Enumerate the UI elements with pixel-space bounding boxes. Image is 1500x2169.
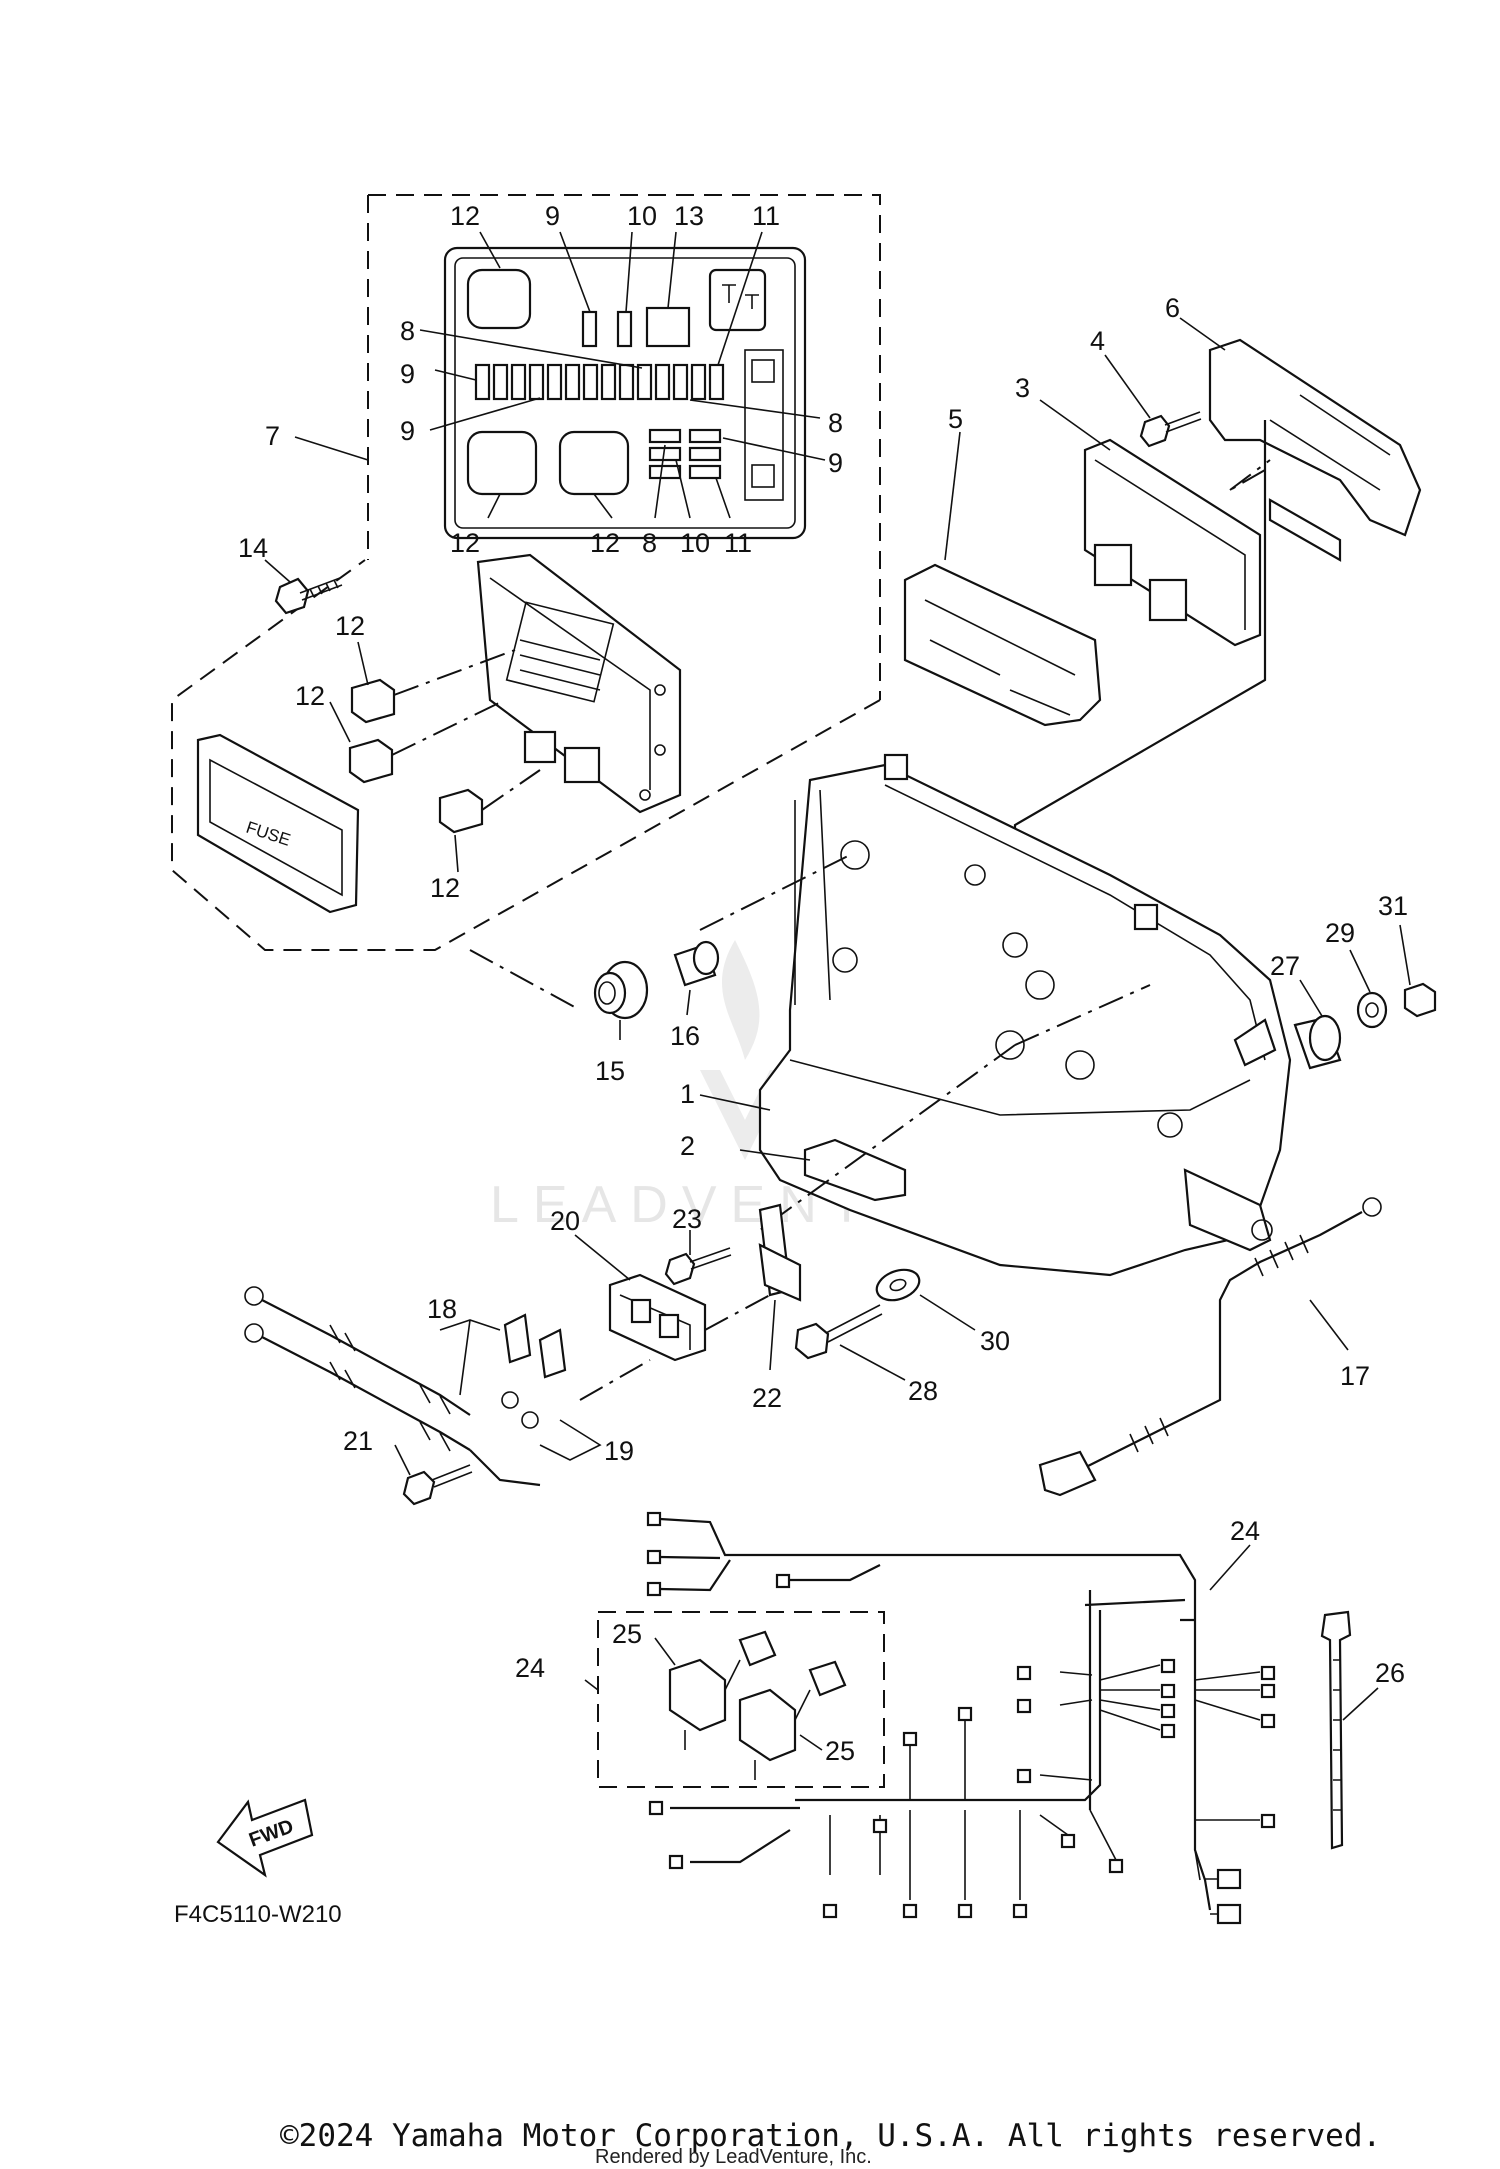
- callout-9: 9: [828, 448, 843, 478]
- relay-slot-top: [466, 268, 532, 330]
- ecu-group: 6 4 3 5: [903, 293, 1422, 990]
- callout-12: 12: [450, 528, 480, 558]
- callout-8: 8: [828, 408, 843, 438]
- rendered-by-notice: Rendered by LeadVenture, Inc.: [595, 2146, 872, 2168]
- callout-12: 12: [590, 528, 620, 558]
- callout-18: 18: [427, 1294, 457, 1324]
- callout-6: 6: [1165, 293, 1180, 323]
- bolt-14: 14: [238, 533, 343, 615]
- cable-17: 17: [1038, 1197, 1382, 1497]
- callout-1: 1: [680, 1079, 695, 1109]
- wire-harness: 24: [646, 1511, 1276, 1925]
- callout-8: 8: [642, 528, 657, 558]
- fuse-box-detail-group: [294, 194, 881, 700]
- callout-31: 31: [1378, 891, 1408, 921]
- callout-4: 4: [1090, 326, 1105, 356]
- callout-2: 2: [680, 1131, 695, 1161]
- callout-26: 26: [1375, 1658, 1405, 1688]
- callout-25: 25: [612, 1619, 642, 1649]
- callout-30: 30: [980, 1326, 1010, 1356]
- callout-12: 12: [430, 873, 460, 903]
- fuse-box-assembly-outline: [171, 559, 881, 951]
- callout-12: 12: [450, 201, 480, 231]
- diagram-code: F4C5110-W210: [174, 1901, 342, 1928]
- harness-subassembly: 25 25 24: [515, 1611, 885, 1788]
- callout-7: 7: [265, 421, 280, 451]
- callout-5: 5: [948, 404, 963, 434]
- callout-21: 21: [343, 1426, 373, 1456]
- callout-8: 8: [400, 316, 415, 346]
- callout-27: 27: [1270, 951, 1300, 981]
- callout-3: 3: [1015, 373, 1030, 403]
- battery-cables: 18 21 19: [244, 1286, 634, 1506]
- callout-19: 19: [604, 1436, 634, 1466]
- relay-slot-bottom-left: [466, 430, 538, 496]
- callout-24: 24: [515, 1653, 545, 1683]
- relays-group: 12 12 12: [295, 611, 541, 903]
- relay-slot-bottom-center: [558, 430, 630, 496]
- relay-20: 20: [550, 1206, 771, 1401]
- callout-10: 10: [680, 528, 710, 558]
- callout-11: 11: [752, 201, 780, 231]
- callout-9: 9: [400, 359, 415, 389]
- bolt-23-bracket-22: 23 22: [664, 1203, 802, 1413]
- callout-23: 23: [672, 1204, 702, 1234]
- callout-16: 16: [670, 1021, 700, 1051]
- main-tray: 1 2: [469, 753, 1292, 1277]
- callout-29: 29: [1325, 918, 1355, 948]
- cable-tie-26: 26: [1320, 1610, 1405, 1850]
- callout-15: 15: [595, 1056, 625, 1086]
- callout-17: 17: [1340, 1361, 1370, 1391]
- copyright-notice: ©2024 Yamaha Motor Corporation, U.S.A. A…: [280, 2118, 1382, 2154]
- fuse-cover: FUSE: [196, 733, 360, 914]
- fuse-box-callouts: 12 9 10 13 11 8 9 9 8 9 12 12 8 10 11 7: [265, 201, 843, 558]
- fuse-box-body: [476, 553, 682, 814]
- callout-24: 24: [1230, 1516, 1260, 1546]
- callout-12: 12: [295, 681, 325, 711]
- callout-9: 9: [400, 416, 415, 446]
- forward-direction-arrow: FWD: [216, 1798, 314, 1878]
- callout-20: 20: [550, 1206, 580, 1236]
- part-13-slot: [645, 306, 691, 348]
- callout-10: 10: [627, 201, 657, 231]
- callout-22: 22: [752, 1383, 782, 1413]
- callout-11: 11: [724, 528, 752, 558]
- grommets: 15 16: [593, 940, 720, 1086]
- spacer-washer-nut: 27 29 31: [1270, 891, 1437, 1070]
- fuse-row-upper: [474, 310, 725, 401]
- callout-14: 14: [238, 533, 268, 563]
- callout-12: 12: [335, 611, 365, 641]
- callout-13: 13: [674, 201, 704, 231]
- callout-25: 25: [825, 1736, 855, 1766]
- bolt-28-washer-30: 28 30: [794, 1268, 1010, 1406]
- callout-28: 28: [908, 1376, 938, 1406]
- callout-9: 9: [545, 201, 560, 231]
